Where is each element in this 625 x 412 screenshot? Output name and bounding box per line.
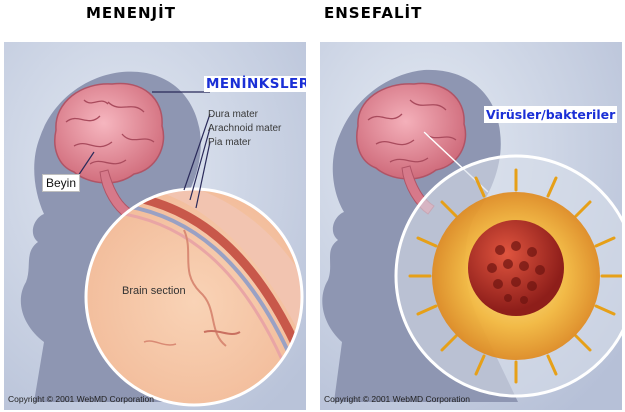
virus-magnifier bbox=[396, 156, 622, 396]
arachnoid-mater-label: Arachnoid mater bbox=[208, 123, 281, 134]
brain-section-label: Brain section bbox=[122, 285, 186, 297]
encephalitis-title: ENSEFALİT bbox=[324, 4, 422, 22]
virus-bacteria-label: Virüsler/bakteriler bbox=[484, 106, 617, 123]
copyright-right: Copyright © 2001 WebMD Corporation bbox=[324, 394, 470, 404]
pia-mater-label: Pia mater bbox=[208, 137, 251, 148]
encephalitis-panel: Virüsler/bakteriler Copyright © 2001 Web… bbox=[320, 42, 622, 410]
meningitis-panel: MENİNKSLER Dura mater Arachnoid mater Pi… bbox=[4, 42, 306, 410]
meningitis-title: MENENJİT bbox=[86, 4, 176, 22]
brain-label: Beyin bbox=[42, 174, 80, 192]
meningitis-illustration bbox=[4, 42, 306, 410]
copyright-left: Copyright © 2001 WebMD Corporation bbox=[8, 394, 154, 404]
encephalitis-illustration bbox=[320, 42, 622, 410]
meninges-label: MENİNKSLER bbox=[204, 76, 306, 92]
dura-mater-label: Dura mater bbox=[208, 109, 258, 120]
